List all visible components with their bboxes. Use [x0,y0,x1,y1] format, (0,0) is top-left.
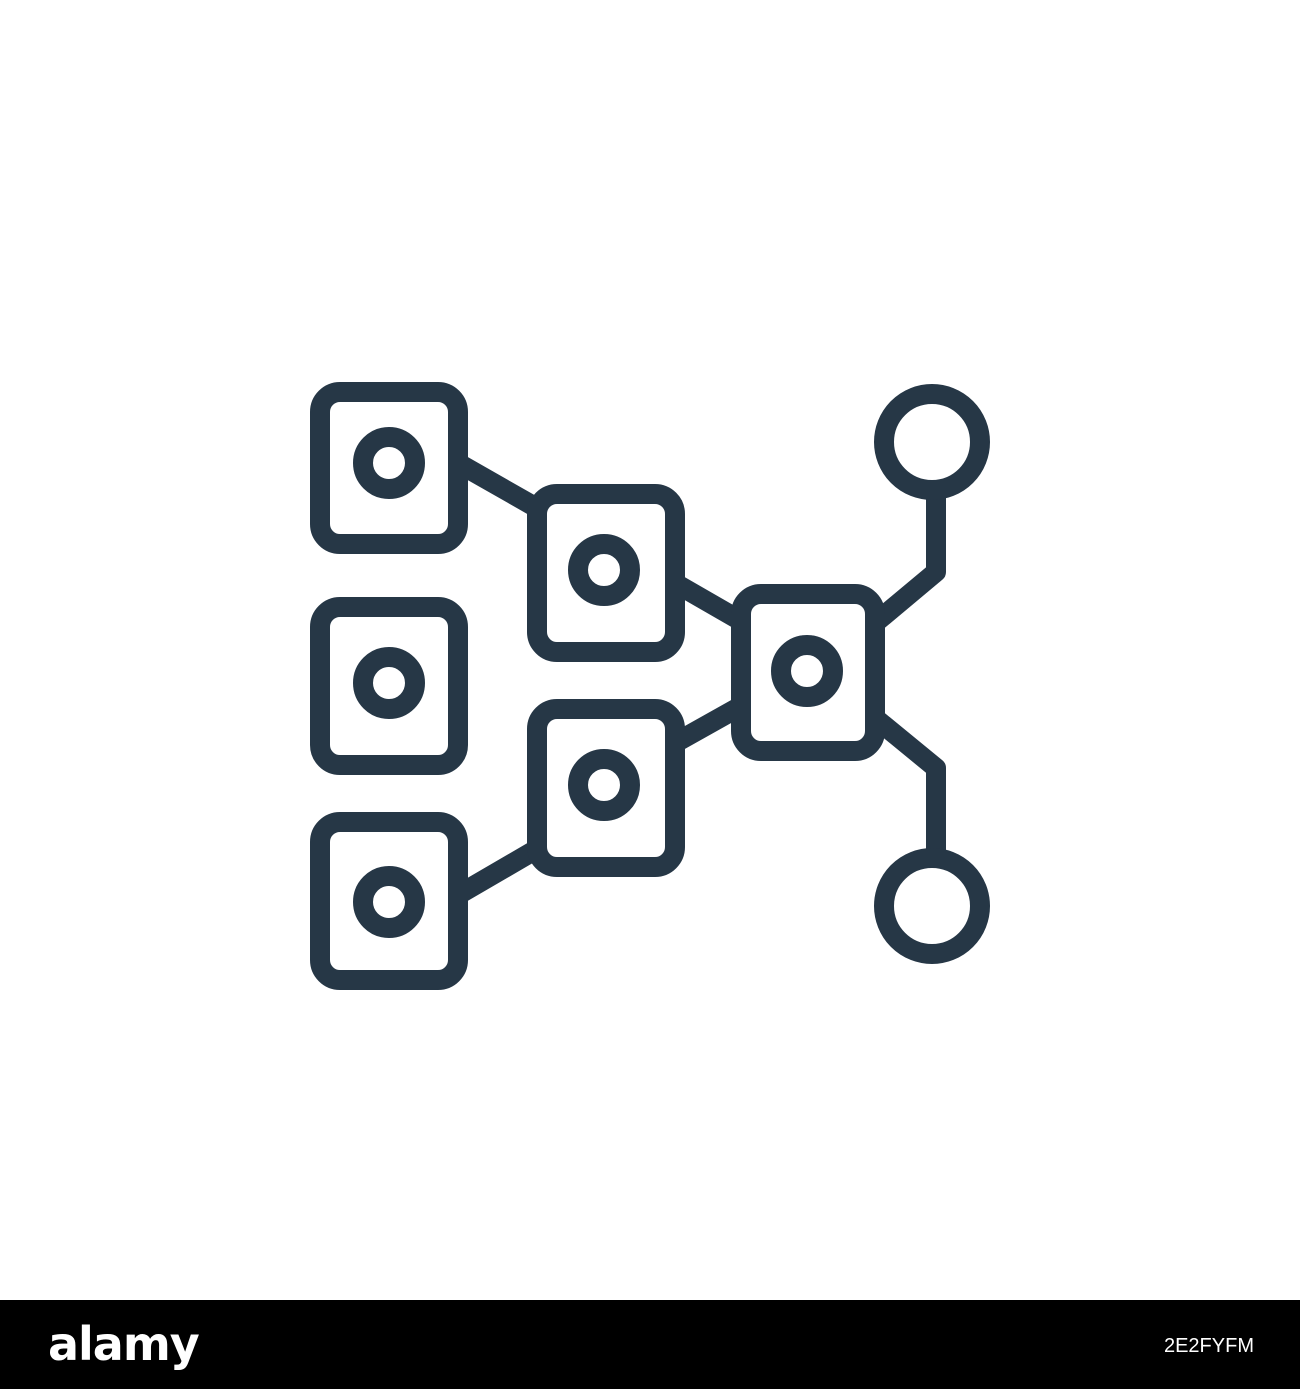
connector-line [448,839,547,905]
connector-line [665,696,751,753]
connector-line [865,708,946,862]
node-left-bottom [310,812,468,990]
output-circle-bottom [874,848,990,964]
hierarchy-network-icon [310,382,990,990]
node-left-top [310,382,468,554]
image-id-label: 2E2FYFM [1163,1335,1254,1357]
connector-line [865,480,946,633]
brand-logo: alamy [48,1317,200,1371]
node-middle-top [527,484,685,662]
node-middle-bottom [527,699,685,877]
icon-canvas [310,382,990,990]
node-hub [731,584,885,761]
connector-line [448,453,547,518]
footer-bar: alamy 2E2FYFM [0,1300,1300,1389]
node-left-middle [310,597,468,775]
connector-line [665,573,751,631]
output-circle-top [874,384,990,500]
